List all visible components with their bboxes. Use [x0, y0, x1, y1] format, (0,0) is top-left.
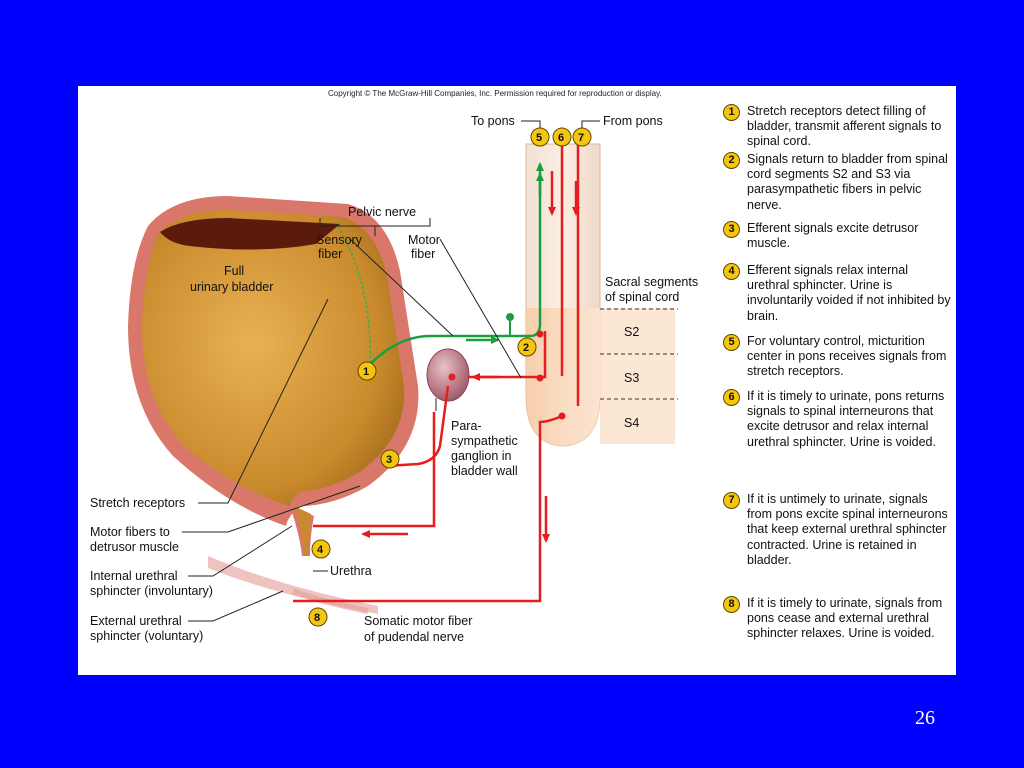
parasympathetic-ganglion: [426, 348, 470, 402]
steps-legend: 1 Stretch receptors detect filling of bla…: [723, 104, 953, 662]
stretch-receptors-label: Stretch receptors: [90, 496, 185, 510]
interneuron-green: [506, 313, 514, 321]
step-4: 4 Efferent signals relax internal urethra…: [723, 263, 953, 334]
motor-fiber-label-1: Motor: [408, 233, 440, 247]
step-marker-7: 7: [572, 127, 592, 147]
external-sphincter-label-1: External urethral: [90, 614, 182, 628]
fiber-to-sphincter: [313, 412, 436, 528]
step-3-text: Efferent signals excite detrusor muscle.: [747, 221, 919, 251]
s4-label: S4: [624, 416, 639, 430]
step-3: 3 Efferent signals excite detrusor muscle…: [723, 221, 953, 263]
step-7: 7 If it is untimely to urinate, signals f…: [723, 492, 953, 596]
somatic-fiber-label-1: Somatic motor fiber: [364, 614, 472, 628]
step-2-text: Signals return to bladder from spinal co…: [747, 152, 948, 212]
step-badge-5: 5: [723, 334, 740, 351]
svg-text:8: 8: [314, 612, 320, 624]
sacral-segments-label-1: Sacral segments: [605, 275, 698, 289]
internal-sphincter-label-2: sphincter (involuntary): [90, 584, 213, 598]
urinary-bladder: [128, 196, 419, 614]
figure-panel: Copyright © The McGraw-Hill Companies, I…: [78, 86, 956, 675]
step-5: 5 For voluntary control, micturition cent…: [723, 334, 953, 389]
external-sphincter-label-2: sphincter (voluntary): [90, 629, 203, 643]
micturition-reflex-diagram: Copyright © The McGraw-Hill Companies, I…: [90, 89, 698, 644]
somatic-motor-fiber: [293, 414, 563, 603]
svg-text:1: 1: [363, 366, 369, 378]
step-5-text: For voluntary control, micturition cente…: [747, 334, 947, 379]
svg-text:3: 3: [386, 454, 392, 466]
step-badge-6: 6: [723, 389, 740, 406]
from-pons-label: From pons: [603, 114, 663, 128]
step-marker-5: 5: [530, 127, 550, 147]
s3-label: S3: [624, 371, 639, 385]
svg-text:4: 4: [317, 544, 324, 556]
sacral-segments-label-2: of spinal cord: [605, 290, 679, 304]
step-marker-1: 1: [357, 361, 377, 381]
ganglion-label-4: bladder wall: [451, 464, 518, 478]
step-badge-7: 7: [723, 492, 740, 509]
pelvic-nerve-label: Pelvic nerve: [348, 205, 416, 219]
step-badge-1: 1: [723, 104, 740, 121]
sensory-fiber-label-1: Sensory: [316, 233, 363, 247]
svg-text:2: 2: [523, 342, 529, 354]
step-marker-8: 8: [308, 607, 328, 627]
s2-label: S2: [624, 325, 639, 339]
urethra-label: Urethra: [330, 564, 372, 578]
svg-text:7: 7: [578, 132, 584, 144]
step-marker-2: 2: [517, 337, 537, 357]
step-badge-2: 2: [723, 152, 740, 169]
svg-text:5: 5: [536, 132, 542, 144]
step-7-text: If it is untimely to urinate, signals fr…: [747, 492, 948, 567]
ganglion-label-3: ganglion in: [451, 449, 512, 463]
step-badge-4: 4: [723, 263, 740, 280]
step-1-text: Stretch receptors detect filling of blad…: [747, 104, 942, 149]
motor-fibers-detrusor-label-2: detrusor muscle: [90, 540, 179, 554]
motor-fibers-detrusor-label-1: Motor fibers to: [90, 525, 170, 539]
step-8-text: If it is timely to urinate, signals from…: [747, 596, 943, 641]
ganglion-label-1: Para-: [451, 419, 482, 433]
somatic-fiber-label-2: of pudendal nerve: [364, 630, 464, 644]
step-badge-3: 3: [723, 221, 740, 238]
ganglion-label-2: sympathetic: [451, 434, 518, 448]
step-marker-3: 3: [380, 449, 400, 469]
step-8: 8 If it is timely to urinate, signals fro…: [723, 596, 953, 662]
to-pons-label: To pons: [471, 114, 515, 128]
afferent-sensory-fiber: [367, 172, 544, 367]
motor-fiber-label-2: fiber: [411, 247, 435, 261]
step-marker-4: 4: [311, 539, 331, 559]
step-6-text: If it is timely to urinate, pons returns…: [747, 389, 945, 449]
step-1: 1 Stretch receptors detect filling of bla…: [723, 104, 953, 152]
step-badge-8: 8: [723, 596, 740, 613]
full-bladder-label-2: urinary bladder: [190, 280, 273, 294]
slide-number: 26: [915, 707, 935, 729]
sensory-fiber-label-2: fiber: [318, 247, 342, 261]
postganglionic-fiber: [385, 385, 450, 468]
internal-sphincter-label-1: Internal urethral: [90, 569, 178, 583]
full-bladder-label-1: Full: [224, 264, 244, 278]
svg-text:6: 6: [558, 132, 564, 144]
copyright-notice: Copyright © The McGraw-Hill Companies, I…: [328, 89, 662, 98]
step-2: 2 Signals return to bladder from spinal c…: [723, 152, 953, 221]
step-6: 6 If it is timely to urinate, pons return…: [723, 389, 953, 492]
step-4-text: Efferent signals relax internal urethral…: [747, 263, 951, 323]
step-marker-6: 6: [552, 127, 572, 147]
stretch-receptor-fibers: [337, 225, 371, 369]
